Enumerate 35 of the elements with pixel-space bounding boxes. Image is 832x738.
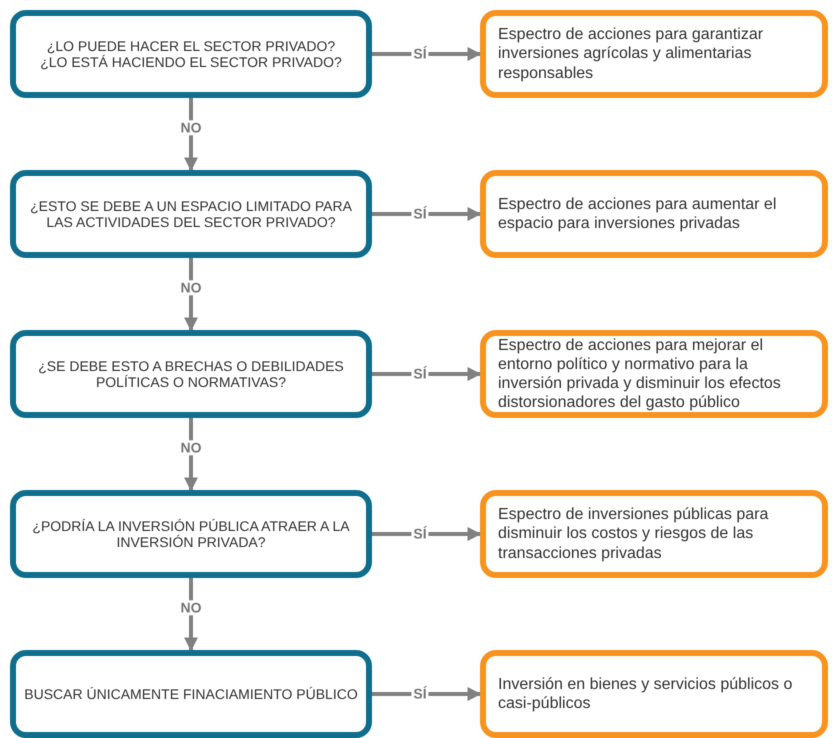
- edge-label: SÍ: [411, 46, 429, 62]
- action-text: Espectro de acciones para garantizar inversiones agrícolas y alimentarias responsables: [498, 25, 764, 83]
- action-text: Espectro de acciones para aumentar el espacio para inversiones privadas: [498, 194, 778, 234]
- question-text: BUSCAR ÚNICAMENTE FINACIAMIENTO PÚBLICO: [24, 686, 358, 702]
- action-text: Espectro de acciones para mejorar el entorno político y normativo para la inversión privada y disminuir los efectos distorsionadores del gasto público: [498, 336, 782, 412]
- question-box: [10, 330, 372, 418]
- question-text: ¿LO PUEDE HACER EL SECTOR PRIVADO?: [46, 38, 336, 54]
- edge-label: SÍ: [411, 526, 429, 542]
- edge-label: NO: [178, 440, 204, 456]
- action-box: [480, 10, 828, 98]
- action-text: Espectro de inversiones públicas para disminuir los costos y riesgos de las transacciones privadas: [498, 505, 770, 563]
- edge-label: SÍ: [411, 686, 429, 702]
- arrow: [372, 527, 482, 541]
- edge-label: NO: [178, 120, 204, 136]
- question-text: ¿LO ESTÁ HACIENDO EL SECTOR PRIVADO?: [39, 54, 343, 70]
- question-text: ¿PODRÍA LA INVERSIÓN PÚBLICA ATRAER A LA INVERSIÓN PRIVADA?: [31, 518, 351, 550]
- question-text: ¿SE DEBE ESTO A BRECHAS O DEBILIDADES POLÍTICAS O NORMATIVAS?: [37, 358, 345, 390]
- action-text: Inversión en bienes y servicios públicos o casi-públicos: [498, 674, 794, 714]
- edge-label: SÍ: [411, 366, 429, 382]
- arrow: [372, 207, 482, 221]
- arrow: [372, 687, 482, 701]
- edge-label: SÍ: [411, 206, 429, 222]
- question-box: [10, 170, 372, 258]
- question-box: [10, 10, 372, 98]
- question-text: ¿ESTO SE DEBE A UN ESPACIO LIMITADO PARA LAS ACTIVIDADES DEL SECTOR PRIVADO?: [29, 198, 353, 230]
- action-box: [480, 650, 828, 738]
- edge-label: NO: [178, 280, 204, 296]
- action-box: [480, 490, 828, 578]
- arrow: [372, 47, 482, 61]
- action-box: [480, 330, 828, 418]
- question-box: [10, 490, 372, 578]
- question-box: [10, 650, 372, 738]
- arrow: [372, 367, 482, 381]
- action-box: [480, 170, 828, 258]
- edge-label: NO: [178, 600, 204, 616]
